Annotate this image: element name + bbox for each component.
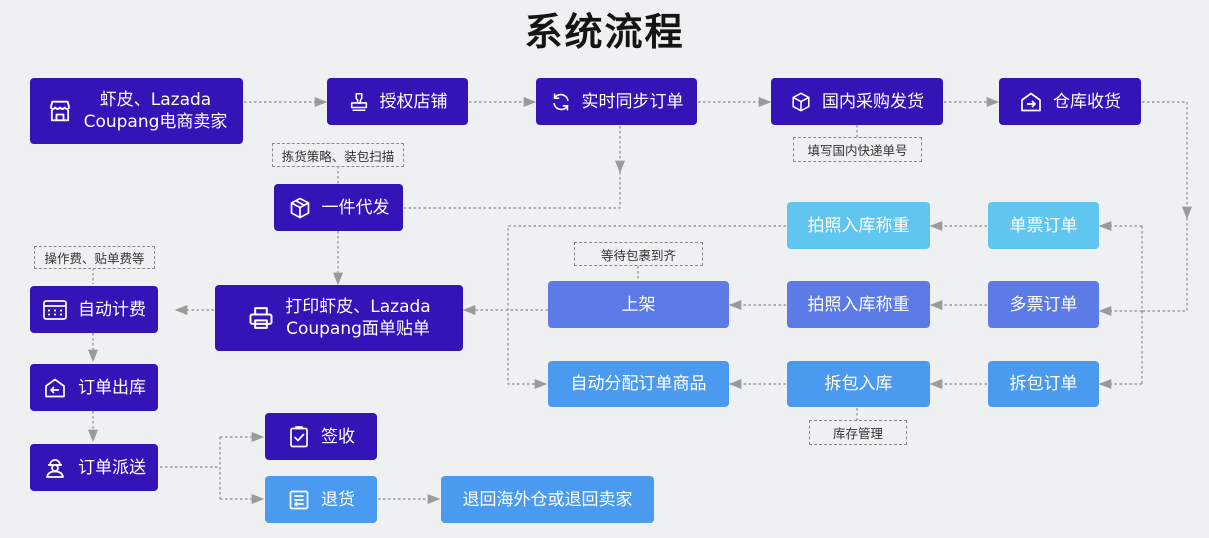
printer-icon <box>247 304 275 332</box>
outbound-icon <box>42 376 68 400</box>
store-icon <box>46 97 74 125</box>
package-icon <box>790 91 812 113</box>
sync-orders-node: 实时同步订单 <box>536 78 697 125</box>
note-inventory: 库存管理 <box>809 420 907 445</box>
seller-line1: 虾皮、Lazada <box>99 90 212 110</box>
note-express-number: 填写国内快递单号 <box>793 137 922 162</box>
shelving-label: 上架 <box>621 294 656 315</box>
return-destination-node: 退回海外仓或退回卖家 <box>441 476 654 523</box>
auto-assign-node: 自动分配订单商品 <box>548 361 729 407</box>
split-order-node: 拆包订单 <box>988 361 1099 407</box>
order-outbound-label: 订单出库 <box>78 377 146 398</box>
domestic-purchase-label: 国内采购发货 <box>822 91 924 112</box>
single-order-node: 单票订单 <box>988 202 1099 249</box>
auth-shop-label: 授权店铺 <box>379 91 448 112</box>
sign-node: 签收 <box>265 413 377 460</box>
photo-weigh-label-1: 拍照入库称重 <box>807 215 910 236</box>
split-order-label: 拆包订单 <box>1009 374 1078 394</box>
warehouse-icon <box>1019 90 1043 114</box>
checklist-icon <box>287 425 311 449</box>
auto-billing-label: 自动计费 <box>78 299 146 320</box>
box-icon <box>288 196 312 220</box>
single-order-label: 单票订单 <box>1009 215 1078 236</box>
photo-weigh-label-2: 拍照入库称重 <box>807 294 910 315</box>
photo-weigh-node-1: 拍照入库称重 <box>787 202 930 249</box>
order-outbound-node: 订单出库 <box>30 364 158 411</box>
split-inbound-label: 拆包入库 <box>824 374 893 394</box>
return-label: 退货 <box>321 489 355 510</box>
order-dispatch-label: 订单派送 <box>78 457 146 478</box>
sync-orders-label: 实时同步订单 <box>581 91 684 112</box>
arrow-receive-right <box>1142 101 1193 220</box>
calculator-icon <box>42 298 68 322</box>
photo-weigh-node-2: 拍照入库称重 <box>787 281 930 328</box>
page-title: 系统流程 <box>524 10 685 54</box>
courier-icon <box>42 456 68 480</box>
auto-billing-node: 自动计费 <box>30 286 158 333</box>
domestic-purchase-node: 国内采购发货 <box>771 78 943 125</box>
seller-node: 虾皮、Lazada Coupang电商卖家 <box>30 78 243 144</box>
multi-order-node: 多票订单 <box>988 281 1099 328</box>
print-label-node: 打印虾皮、Lazada Coupang面单贴单 <box>215 285 463 351</box>
sign-label: 签收 <box>321 426 355 447</box>
dropship-node: 一件代发 <box>274 184 403 231</box>
note-picking-strategy: 拣货策略、装包扫描 <box>272 143 404 167</box>
stamp-icon <box>348 91 370 113</box>
print-label-line1: 打印虾皮、Lazada <box>285 297 431 317</box>
seller-line2: Coupang电商卖家 <box>83 112 228 132</box>
line-to-dropship <box>404 172 621 209</box>
shelving-node: 上架 <box>548 281 729 328</box>
warehouse-receive-label: 仓库收货 <box>1053 91 1121 112</box>
return-node: 退货 <box>265 476 377 523</box>
arrow-photo1-left <box>507 225 786 390</box>
return-icon <box>287 488 311 512</box>
refresh-icon <box>550 91 572 113</box>
dropship-label: 一件代发 <box>321 197 390 218</box>
multi-order-label: 多票订单 <box>1009 294 1078 315</box>
order-dispatch-node: 订单派送 <box>30 444 158 491</box>
line-right-bus <box>1142 218 1188 312</box>
split-inbound-node: 拆包入库 <box>787 361 930 407</box>
note-waiting-packages: 等待包裹到齐 <box>574 242 703 266</box>
note-fees: 操作费、贴单费等 <box>34 246 155 269</box>
warehouse-receive-node: 仓库收货 <box>999 78 1141 125</box>
auto-assign-label: 自动分配订单商品 <box>570 374 707 394</box>
print-label-line2: Coupang面单贴单 <box>286 319 430 339</box>
return-destination-label: 退回海外仓或退回卖家 <box>462 489 633 510</box>
auth-shop-node: 授权店铺 <box>327 78 468 125</box>
